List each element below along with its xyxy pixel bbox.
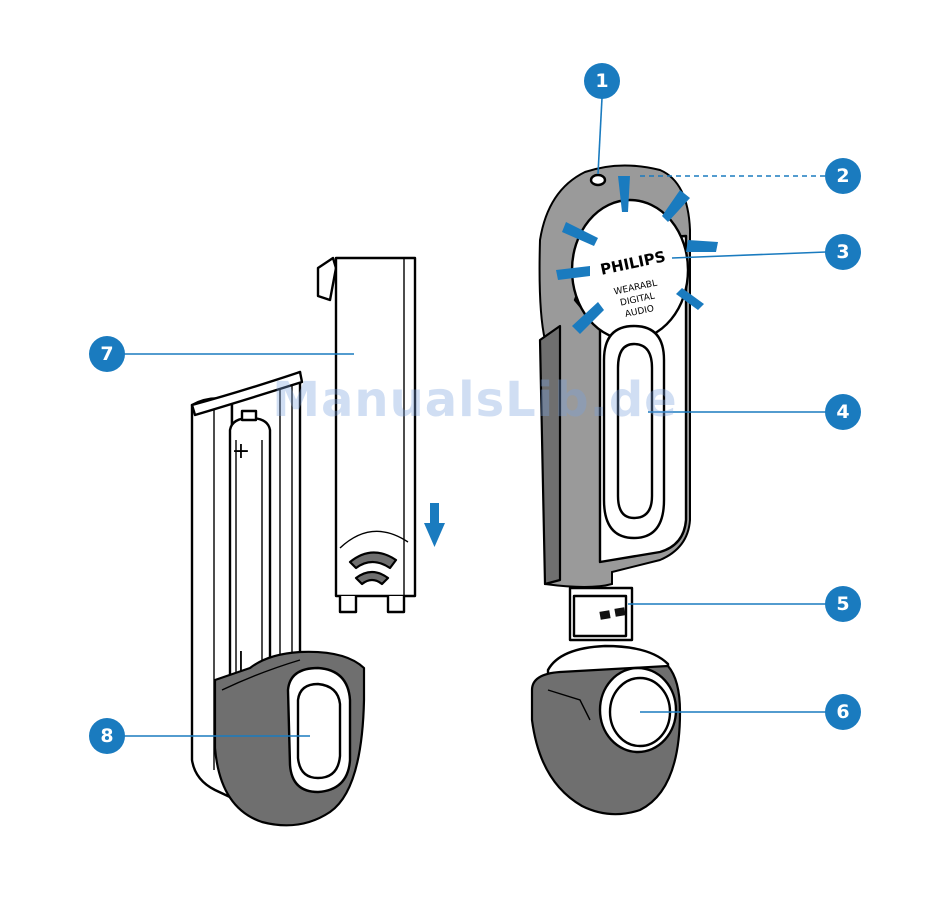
battery-door bbox=[318, 258, 445, 612]
callout-7: 7 bbox=[89, 336, 125, 372]
callout-4: 4 bbox=[825, 394, 861, 430]
callout-6: 6 bbox=[825, 694, 861, 730]
callout-8: 8 bbox=[89, 718, 125, 754]
callout-1-label: 1 bbox=[595, 70, 608, 92]
battery: + | bbox=[230, 411, 270, 690]
callout-7-label: 7 bbox=[100, 343, 113, 365]
usb-connector bbox=[570, 588, 632, 640]
callout-8-label: 8 bbox=[100, 725, 113, 747]
callout-5: 5 bbox=[825, 586, 861, 622]
slide-down-arrow-icon bbox=[424, 503, 445, 547]
neck-strap-loop bbox=[532, 646, 680, 814]
callout-2: 2 bbox=[825, 158, 861, 194]
callout-5-label: 5 bbox=[836, 593, 849, 615]
callout-1: 1 bbox=[584, 63, 620, 99]
callout-3: 3 bbox=[825, 234, 861, 270]
callout-4-label: 4 bbox=[836, 401, 849, 423]
callout-2-label: 2 bbox=[836, 165, 849, 187]
callout-6-label: 6 bbox=[836, 701, 849, 723]
player-body: PHILIPS WEARABL DIGITAL AUDIO bbox=[532, 165, 718, 814]
battery-plus-label: + bbox=[232, 439, 250, 464]
callout-3-label: 3 bbox=[836, 241, 849, 263]
